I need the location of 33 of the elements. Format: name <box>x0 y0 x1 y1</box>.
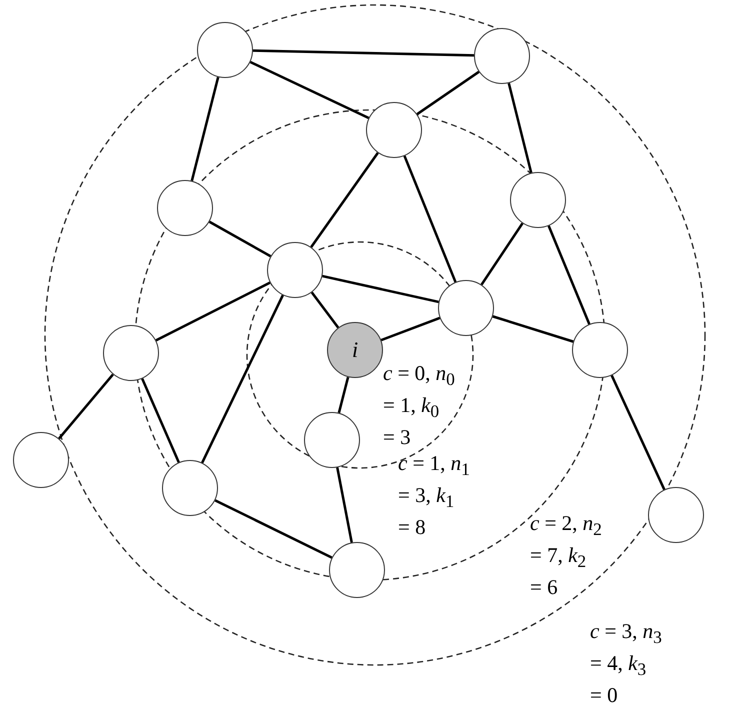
link-line <box>208 220 272 258</box>
link-line <box>380 316 440 342</box>
link-line <box>610 374 666 490</box>
node-label: i <box>352 337 358 363</box>
link-line <box>403 155 457 283</box>
link-line <box>58 374 114 440</box>
link-line <box>336 467 353 543</box>
link-line <box>492 315 574 343</box>
link-line <box>252 49 474 57</box>
network-node <box>474 28 530 84</box>
network-node <box>162 460 218 516</box>
network-node <box>267 242 323 298</box>
network-node <box>366 102 422 158</box>
link-line <box>190 76 220 182</box>
link-line <box>480 222 524 286</box>
ring-annotation: c = 3, n$_{3}$ = 4, k$_{3}$ = 0 <box>590 618 662 708</box>
link-line <box>201 294 284 464</box>
ring-annotation: c = 1, n$_{1}$ = 3, k$_{1}$ = 8 <box>398 450 470 540</box>
link-line <box>155 282 271 342</box>
link-line <box>416 70 480 116</box>
link-line <box>310 152 379 248</box>
network-node <box>157 180 213 236</box>
network-node <box>304 412 360 468</box>
link-line <box>141 378 180 463</box>
network-node <box>103 325 159 381</box>
link-line <box>338 376 350 414</box>
link-line <box>214 499 332 559</box>
link-line <box>548 225 590 325</box>
link-line <box>322 274 439 304</box>
link-line <box>508 82 532 174</box>
link-line <box>250 60 370 120</box>
link-line <box>310 292 340 328</box>
ring-annotation: c = 2, n$_{2}$ = 7, k$_{2}$ = 6 <box>530 510 602 600</box>
